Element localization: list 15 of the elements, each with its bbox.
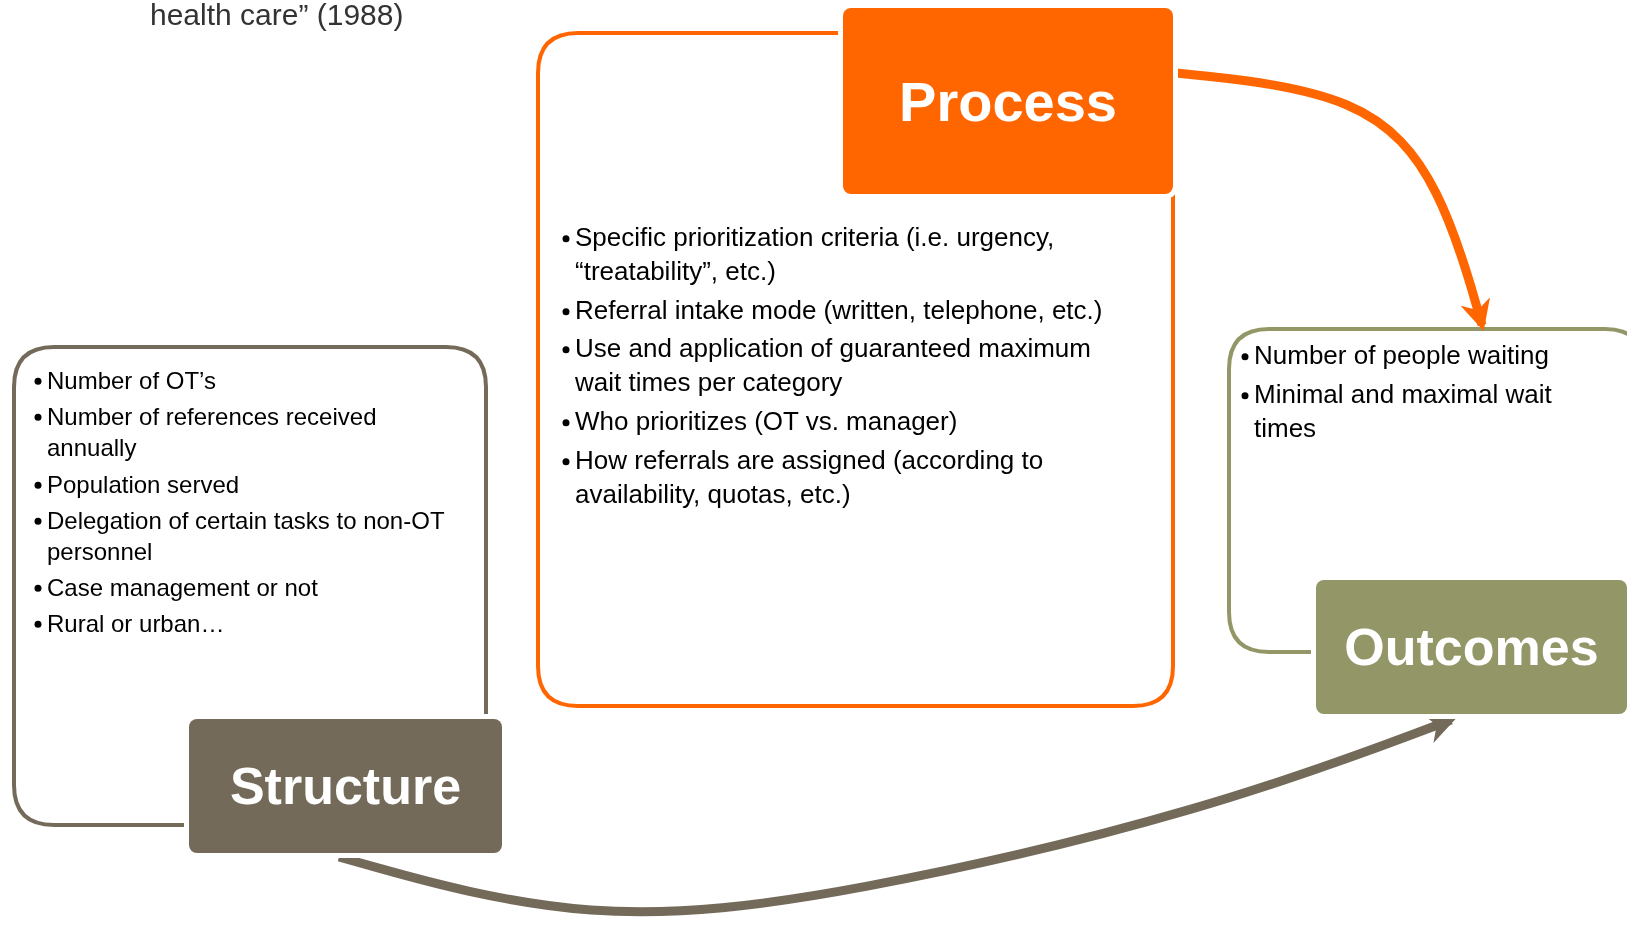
- bullet-text: Delegation of certain tasks to non-OT personnel: [47, 505, 446, 567]
- bullet-text: Number of references received annually: [47, 402, 378, 464]
- bullet-text: Minimal and maximal wait times: [1254, 377, 1553, 445]
- bullet-text: Rural or urban…: [47, 609, 225, 640]
- bullet-text: Referral intake mode (written, telephone, etc.): [575, 293, 1103, 327]
- bullet-text: How referrals are assigned (according to availability, quotas, etc.): [575, 443, 1045, 511]
- curved-arrow: [1175, 68, 1490, 331]
- bullet-text: Specific prioritization criteria (i.e. urgency, “treatability”, etc.): [575, 221, 1056, 288]
- bullet-text: Who prioritizes (OT vs. manager): [575, 405, 958, 438]
- title: health care” (1988): [150, 0, 404, 32]
- bullet-text: Case management or not: [47, 573, 318, 604]
- bullet-text: Population served: [47, 469, 240, 500]
- bullet-text: Use and application of guaranteed maximum wait times per category: [575, 332, 1092, 400]
- bullet-text: Number of OT’s: [47, 366, 216, 396]
- bullet-text: Number of people waiting: [1254, 339, 1549, 372]
